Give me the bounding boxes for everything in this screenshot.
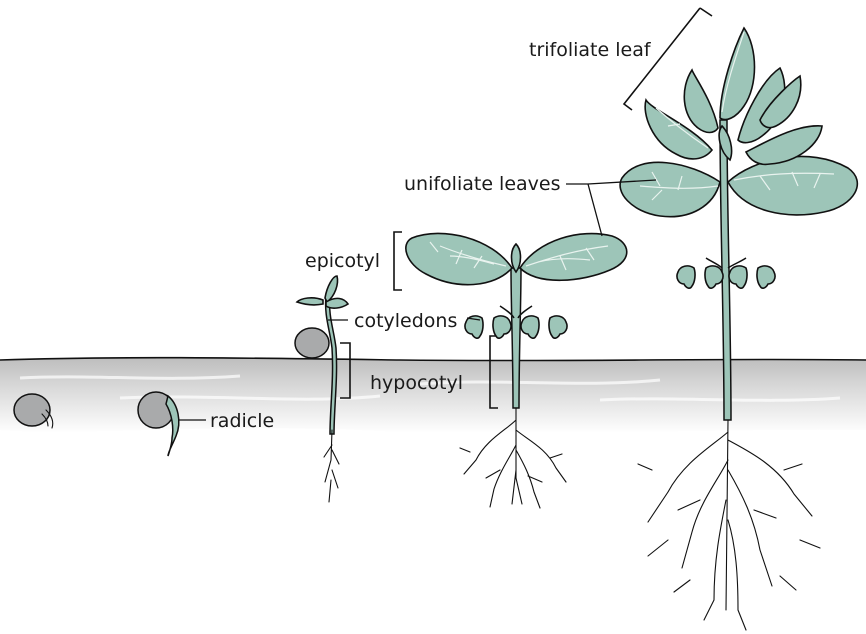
hypocotyl-label: hypocotyl xyxy=(370,372,463,394)
radicle-label: radicle xyxy=(210,410,274,432)
soil xyxy=(0,358,866,433)
unifoliate-leaves-label: unifoliate leaves xyxy=(404,173,561,195)
epicotyl-label: epicotyl xyxy=(305,250,380,272)
trifoliate-leaf-label: trifoliate leaf xyxy=(529,39,652,61)
plant-stage-5 xyxy=(620,28,857,630)
label-unifoliate-leaves: unifoliate leaves xyxy=(404,173,656,236)
label-cotyledons: cotyledons xyxy=(328,310,480,332)
epicotyl-bracket xyxy=(394,232,402,290)
seed-stage-2 xyxy=(138,392,179,456)
cotyledons-label: cotyledons xyxy=(354,310,457,332)
label-epicotyl: epicotyl xyxy=(305,232,402,290)
